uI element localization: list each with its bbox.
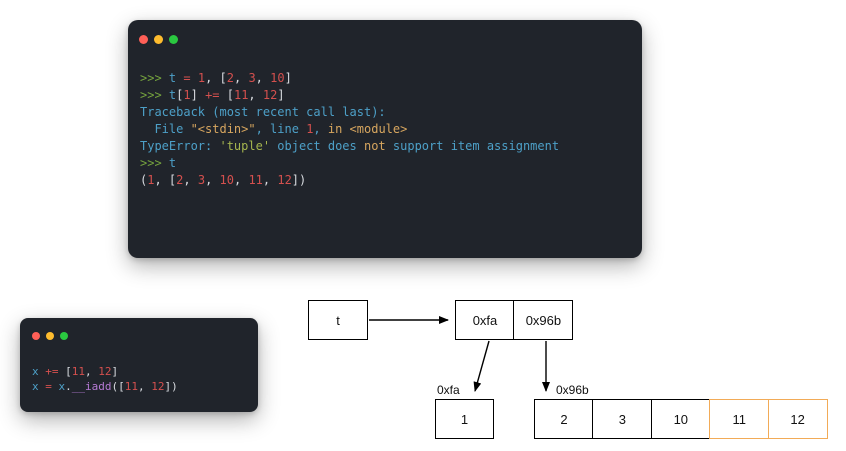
python-repl-window: >>> t = 1, [2, 3, 10] >>> t[1] += [11, 12… <box>128 20 642 258</box>
code-line: x += [11, 12] <box>32 365 119 378</box>
code-line: (1, [2, 3, 10, 11, 12]) <box>140 173 307 187</box>
repl-output: >>> t = 1, [2, 3, 10] >>> t[1] += [11, 12… <box>140 70 559 189</box>
window-controls <box>139 35 178 44</box>
zoom-button-icon[interactable] <box>169 35 178 44</box>
list-cell-3-appended: 11 <box>709 399 770 439</box>
window-controls <box>32 332 68 340</box>
close-button-icon[interactable] <box>32 332 40 340</box>
code-line: Traceback (most recent call last): <box>140 105 386 119</box>
code-line: >>> t = 1, [2, 3, 10] <box>140 71 292 85</box>
list-address-label: 0x96b <box>556 383 589 397</box>
list-cell-2: 10 <box>650 399 711 439</box>
code-line: TypeError: 'tuple' object does not suppo… <box>140 139 560 153</box>
list-cell-1: 3 <box>592 399 653 439</box>
close-button-icon[interactable] <box>139 35 148 44</box>
code-line: >>> t[1] += [11, 12] <box>140 88 285 102</box>
variable-label: t <box>336 312 340 328</box>
zoom-button-icon[interactable] <box>60 332 68 340</box>
int-address-label: 0xfa <box>437 383 460 397</box>
int-object-box: 1 <box>435 399 494 439</box>
code-line: >>> t <box>140 156 177 170</box>
tuple-box: 0xfa 0x96b <box>455 300 574 340</box>
code-line: File "<stdin>", line 1, in <module> <box>140 122 408 136</box>
tuple-cell-1: 0x96b <box>513 300 574 340</box>
tuple-cell-0: 0xfa <box>455 300 515 340</box>
code-snippet-window: x += [11, 12] x = x.__iadd([11, 12]) <box>20 318 258 412</box>
list-object-box: 2 3 10 11 12 <box>534 399 828 439</box>
minimize-button-icon[interactable] <box>46 332 54 340</box>
list-cell-0: 2 <box>534 399 594 439</box>
snippet-code: x += [11, 12] x = x.__iadd([11, 12]) <box>32 364 178 394</box>
list-cell-4-appended: 12 <box>767 399 828 439</box>
arrow-tuple-to-int <box>473 340 490 392</box>
minimize-button-icon[interactable] <box>154 35 163 44</box>
code-line: x = x.__iadd([11, 12]) <box>32 380 178 393</box>
variable-box-t: t <box>308 300 368 340</box>
